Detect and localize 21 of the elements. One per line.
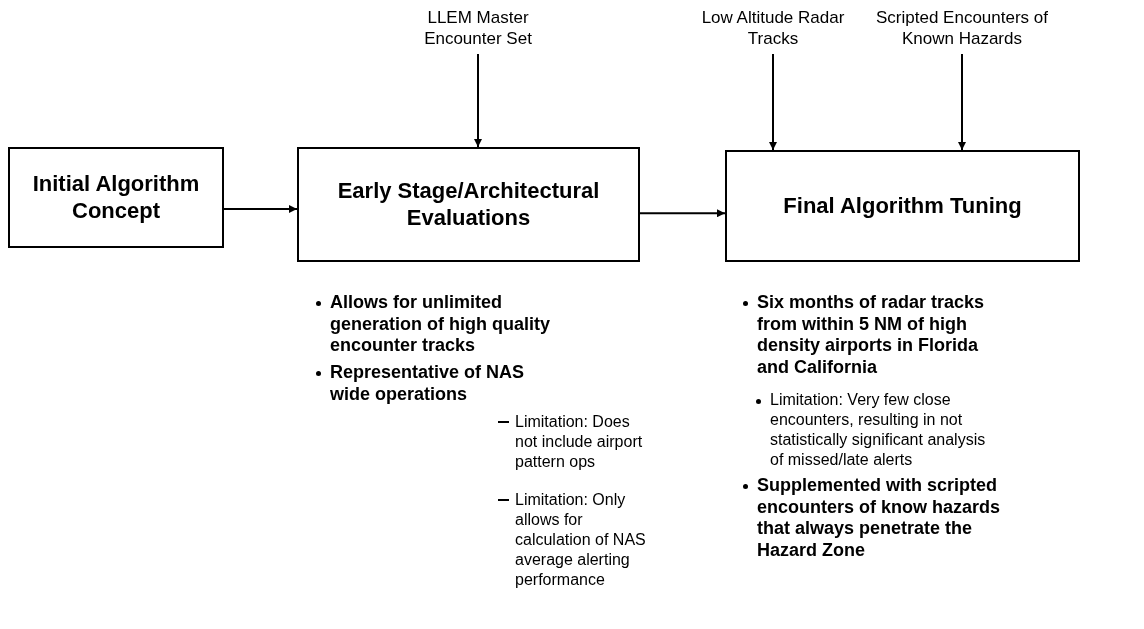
bullet-text: Limitation: Does not include airport pattern ops: [515, 412, 644, 472]
bullet-text: Six months of radar tracks from within 5 NM of high density airports in Florida and California: [757, 292, 986, 379]
box-label: Initial Algorithm Concept: [31, 171, 201, 224]
arrow: [474, 53, 482, 148]
bullet-text: Allows for unlimited generation of high quality encounter tracks: [330, 292, 551, 357]
arrow: [639, 209, 726, 218]
process-box: [297, 147, 640, 262]
bullet-text: Representative of NAS wide operations: [330, 362, 526, 406]
box-label: Early Stage/Architectural Evaluations: [336, 178, 601, 231]
arrow: [769, 53, 777, 151]
arrow: [958, 53, 966, 151]
bullet-text: Supplemented with scripted encounters of know hazards that always penetrate the Hazard Zone: [757, 475, 1002, 562]
process-box: [8, 147, 224, 248]
input-label: LLEM Master Encounter Set: [423, 6, 533, 50]
arrow: [223, 205, 298, 213]
bullet-text: Limitation: Very few close encounters, resulting in not statistically significant analysis of missed/late alerts: [770, 390, 987, 470]
process-box: [725, 150, 1080, 262]
input-label: Low Altitude Radar Tracks: [700, 6, 846, 50]
box-label: Final Algorithm Tuning: [783, 192, 1022, 220]
bullet-text: Limitation: Only allows for calculation of NAS average alerting performance: [515, 490, 647, 590]
input-label: Scripted Encounters of Known Hazards: [875, 6, 1049, 50]
